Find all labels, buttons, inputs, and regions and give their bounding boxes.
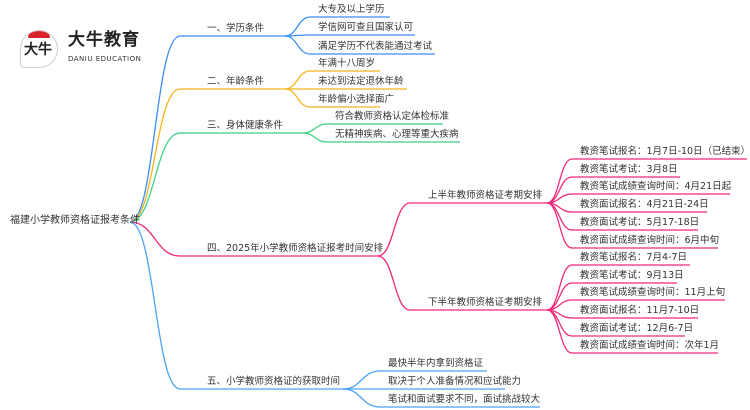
leaf-node[interactable]: 教资面试考试：5月17-18日 [580,217,700,228]
branch-node[interactable]: 一、学历条件 [207,23,265,34]
leaf-node[interactable]: 教资面试报名：4月21日-24日 [580,199,709,210]
logo-mark: 大牛 [20,30,58,68]
leaf-connector [284,70,311,90]
branch-node[interactable]: 二、年龄条件 [207,76,265,87]
branch-connector [129,88,181,223]
branch-node[interactable]: 三、身体健康条件 [207,120,284,131]
leaf-node[interactable]: 未达到法定退休年龄 [318,76,404,87]
leaf-connector [284,35,311,55]
leaf-connector [546,264,573,311]
leaf-connector [546,158,573,204]
leaf-node[interactable]: 年龄偏小选择面广 [318,94,395,105]
leaf-node[interactable]: 最快半年内拿到资格证 [388,358,484,369]
leaf-connector [284,16,311,37]
group-connector [377,255,411,311]
branch-connector [129,221,181,257]
logo-glyph: 大牛 [24,42,52,58]
leaf-node[interactable]: 无精神疾病、心理等重大疾病 [335,129,459,140]
leaf-connector [342,370,381,390]
leaf-connector [546,202,573,249]
leaf-node[interactable]: 大专及以上学历 [318,4,385,15]
branch-node[interactable]: 四、2025年小学教师资格证报考时间安排 [207,243,384,254]
group-connector [377,202,411,257]
leaf-node[interactable]: 教资面试成绩查询时间：次年1月 [580,340,720,351]
group-node[interactable]: 下半年教师资格证考期安排 [428,297,543,308]
branch-connector [129,221,181,390]
logo-en: DANIU EDUCATION [68,55,142,63]
branch-connector [129,35,181,223]
logo: 大牛 大牛教育 DANIU EDUCATION [20,28,150,74]
logo-name: 大牛教育 [68,30,140,50]
root-node[interactable]: 福建小学教师资格证报考条件 [10,215,140,226]
leaf-node[interactable]: 教资笔试报名：7月4-7日 [580,252,688,263]
leaf-node[interactable]: 教资笔试成绩查询时间：4月21日起 [580,181,732,192]
branch-node[interactable]: 五、小学教师资格证的获取时间 [207,376,341,387]
branch-connector [129,132,181,223]
leaf-connector [302,123,328,134]
leaf-connector [284,88,311,108]
leaf-connector [546,309,573,354]
leaf-node[interactable]: 教资面试报名：11月7-10日 [580,305,700,316]
leaf-node[interactable]: 教资面试成绩查询时间：6月中旬 [580,235,720,246]
leaf-node[interactable]: 笔试和面试要求不同，面试挑战较大 [388,394,541,405]
leaf-node[interactable]: 符合教师资格认定体检标准 [335,111,450,122]
leaf-node[interactable]: 教资面试考试：12月6-7日 [580,323,694,334]
leaf-connector [302,132,328,143]
leaf-node[interactable]: 学信网可查且国家认可 [318,22,414,33]
leaf-node[interactable]: 教资笔试考试：3月8日 [580,164,678,175]
leaf-node[interactable]: 教资笔试考试：9月13日 [580,270,684,281]
leaf-connector [342,388,381,408]
group-node[interactable]: 上半年教师资格证考期安排 [428,190,543,201]
leaf-node[interactable]: 满足学历不代表能通过考试 [318,41,433,52]
leaf-node[interactable]: 教资笔试报名：1月7日-10日（已结束） [580,146,750,157]
leaf-node[interactable]: 取决于个人准备情况和应试能力 [388,376,522,387]
leaf-node[interactable]: 年满十八周岁 [318,58,376,69]
leaf-node[interactable]: 教资笔试成绩查询时间：11月上旬 [580,287,726,298]
